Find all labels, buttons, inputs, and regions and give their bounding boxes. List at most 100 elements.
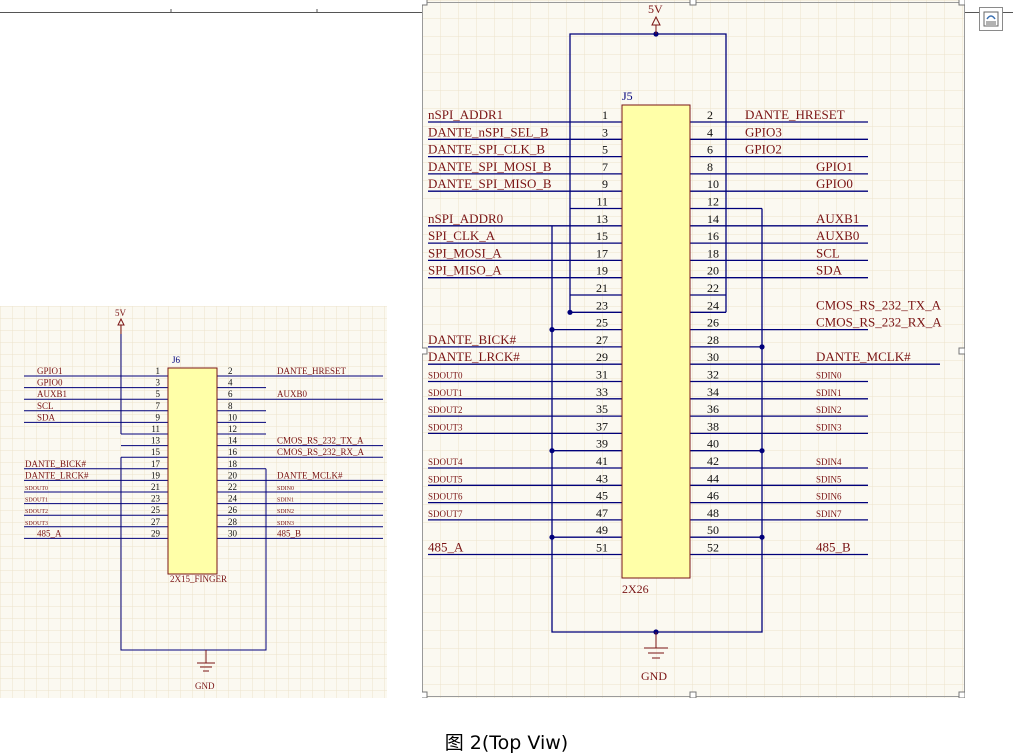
j6-pin-number: 13 (151, 436, 161, 446)
j5-net-label: DANTE_SPI_CLK_B (428, 142, 545, 157)
j6-pin-number: 29 (151, 528, 161, 538)
j5-net-label: SPI_MOSI_A (428, 245, 502, 260)
j5-pin-number: 41 (596, 454, 608, 468)
j5-pin-number: 31 (596, 368, 608, 382)
j5-pin-number: 28 (707, 333, 719, 347)
j5-pin-number: 47 (596, 506, 608, 520)
layout-options-icon[interactable] (979, 7, 1003, 31)
j5-pin-number: 43 (596, 471, 608, 485)
j5-pin-number: 18 (707, 246, 719, 260)
j5-net-label: SDIN7 (816, 509, 842, 519)
selection-handles[interactable] (420, 0, 966, 699)
j5-net-label: SDOUT2 (428, 405, 463, 415)
j5-pin-number: 48 (707, 506, 719, 520)
j5-pin-number: 50 (707, 523, 719, 537)
j5-pin-number: 34 (707, 385, 719, 399)
j5-pin-number: 25 (596, 316, 608, 330)
j5-pin-number: 14 (707, 212, 719, 226)
j5-pin-number: 44 (707, 471, 719, 485)
j6-pin-number: 18 (228, 459, 238, 469)
j5-net-label: DANTE_BICK# (428, 332, 517, 347)
j5-pin-number: 26 (707, 316, 719, 330)
j5-pin-number: 32 (707, 368, 719, 382)
j6-pin-number: 22 (228, 482, 237, 492)
j5-pin-number: 40 (707, 437, 719, 451)
j5-net-label: SDIN1 (816, 388, 842, 398)
j5-pin-number: 46 (707, 489, 719, 503)
j5-pin-number: 9 (602, 177, 608, 191)
j6-pin-number: 1 (156, 366, 161, 376)
j5-net-label: GPIO3 (745, 124, 782, 139)
j5-pin-number: 39 (596, 437, 608, 451)
j6-pin-number: 28 (228, 517, 238, 527)
j5-net-label: SDOUT3 (428, 422, 463, 432)
j5-net-label: GPIO1 (816, 159, 853, 174)
j5-pin-number: 3 (602, 125, 608, 139)
j5-net-label: SDIN6 (816, 492, 842, 502)
j6-net-label: DANTE_HRESET (277, 366, 346, 376)
j6-pin-number: 12 (228, 424, 237, 434)
j5-pin-number: 1 (602, 108, 608, 122)
j5-pin-number: 15 (596, 229, 608, 243)
j5-pin-number: 24 (707, 298, 719, 312)
j5-net-label: SDOUT6 (428, 492, 463, 502)
j5-net-label: SDOUT5 (428, 474, 463, 484)
j6-pin-number: 26 (228, 505, 238, 515)
j6-designator: J6 (172, 355, 181, 365)
j5-net-label: SCL (816, 245, 840, 260)
j5-power-label: 5V (648, 2, 663, 16)
j5-net-label: GPIO2 (745, 142, 782, 157)
j6-pin-number: 8 (228, 401, 233, 411)
j5-net-label: SDIN4 (816, 457, 842, 467)
j5-net-label: SDOUT1 (428, 388, 463, 398)
j5-power-wire-right (656, 33, 727, 313)
j6-pin-number: 9 (156, 412, 161, 422)
j6-pin-number: 14 (228, 436, 238, 446)
j5-pin-number: 19 (596, 264, 608, 278)
j5-pin-number: 8 (707, 160, 713, 174)
j6-net-label: SDOUT1 (25, 498, 48, 504)
j5-pin-number: 6 (707, 143, 713, 157)
j6-pin-number: 2 (228, 366, 233, 376)
j5-net-label: AUXB0 (816, 228, 859, 243)
j6-net-label: SDA (37, 412, 56, 422)
j6-net-label: SDIN1 (277, 498, 294, 504)
j6-net-label: SCL (37, 401, 54, 411)
j6-pin-number: 3 (156, 378, 161, 388)
j6-net-label: SDOUT0 (25, 486, 48, 492)
j5-ground-symbol: GND (641, 632, 668, 683)
j6-part-name: 2X15_FINGER (170, 574, 227, 584)
j6-pin-number: 19 (151, 470, 161, 480)
j6-net-label: 485_B (277, 528, 301, 538)
j6-pin-number: 16 (228, 447, 238, 457)
j5-pin-number: 42 (707, 454, 719, 468)
j6-pin-number: 21 (151, 482, 160, 492)
j5-ground-label: GND (641, 669, 667, 683)
j5-pin-number: 11 (596, 195, 608, 209)
j6-pin-number: 10 (228, 412, 238, 422)
j5-net-label: SDIN2 (816, 405, 842, 415)
j6-body (167, 367, 218, 575)
j5-net-label: DANTE_SPI_MISO_B (428, 176, 552, 191)
j6-net-label: SDOUT3 (25, 521, 48, 527)
j5-net-label: SDOUT7 (428, 509, 463, 519)
j6-ground-label: GND (195, 681, 215, 691)
j6-pin-number: 5 (156, 389, 161, 399)
j5-pin-number: 33 (596, 385, 608, 399)
j5-net-label: CMOS_RS_232_RX_A (816, 315, 942, 330)
j5-pin-number: 36 (707, 402, 719, 416)
j6-schematic-drawing: J6 2X15_FINGER 5V GND 1GPIO13GPIO05AUXB1… (0, 306, 387, 698)
j6-pin-number: 24 (228, 494, 238, 504)
j5-pin-number: 23 (596, 298, 608, 312)
j5-pin-number: 49 (596, 523, 608, 537)
j6-net-label: SDIN0 (277, 486, 294, 492)
j5-pin-number: 21 (596, 281, 608, 295)
j6-pin-number: 30 (228, 528, 238, 538)
j6-power-label: 5V (115, 308, 127, 318)
j6-net-label: 485_A (37, 528, 62, 538)
j5-pin-number: 37 (596, 419, 608, 433)
j6-net-label: GPIO1 (37, 366, 63, 376)
j5-net-label: 485_B (816, 540, 851, 555)
j6-power-symbol: 5V (115, 308, 127, 334)
